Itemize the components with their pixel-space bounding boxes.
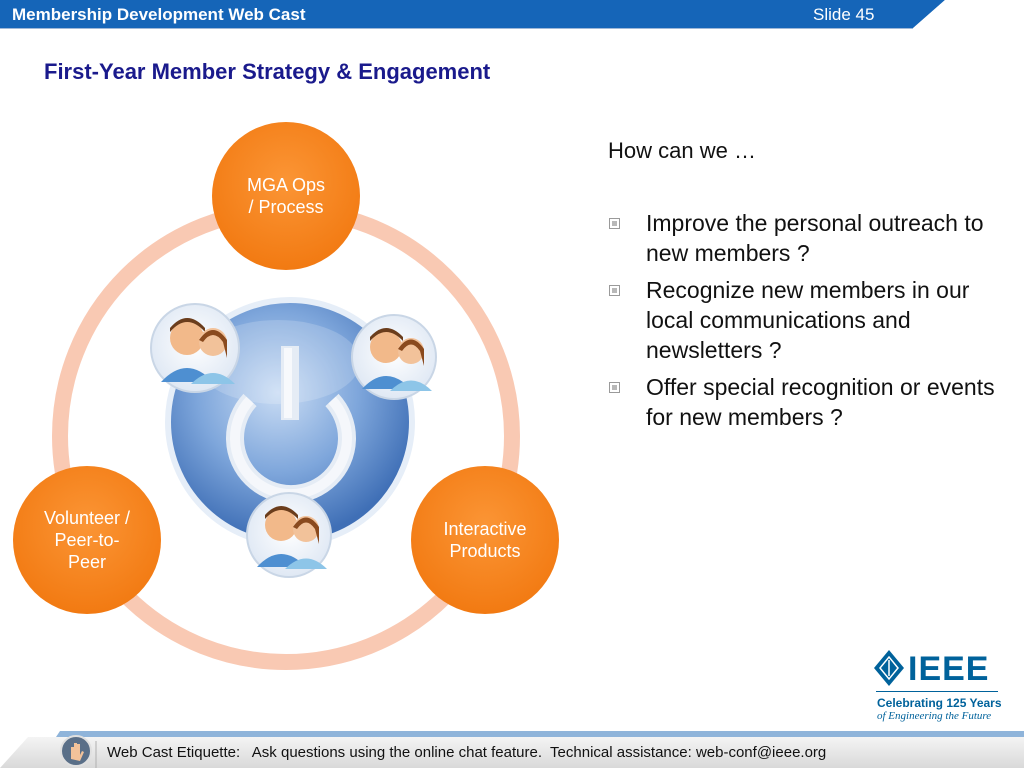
people-icon bbox=[351, 314, 437, 400]
square-bullet-icon bbox=[609, 218, 620, 229]
header-title: Membership Development Web Cast bbox=[12, 5, 306, 24]
slide-number: Slide 45 bbox=[813, 5, 875, 24]
node-label-volunteer: Volunteer / Peer-to- Peer bbox=[43, 508, 131, 572]
bullet-list: Improve the personal outreach to new mem… bbox=[606, 208, 1006, 439]
list-item: Recognize new members in our local commu… bbox=[606, 275, 1006, 365]
cycle-diagram-graphic bbox=[13, 122, 559, 670]
ieee-diamond-icon bbox=[874, 650, 904, 686]
footer-bar bbox=[0, 731, 1024, 768]
footer-etiquette-text: Web Cast Etiquette: Ask questions using … bbox=[107, 744, 827, 761]
page-title: First-Year Member Strategy & Engagement bbox=[44, 59, 491, 84]
ieee-wordmark: IEEE bbox=[908, 650, 990, 688]
logo-tagline-2: of Engineering the Future bbox=[877, 710, 992, 722]
square-bullet-icon bbox=[609, 382, 620, 393]
people-icon bbox=[246, 492, 332, 578]
question-heading: How can we … bbox=[608, 138, 756, 163]
ieee-logo: IEEE Celebrating 125 Years of Engineerin… bbox=[872, 648, 1002, 726]
square-bullet-icon bbox=[609, 285, 620, 296]
node-label-interactive-products: Interactive Products bbox=[443, 519, 527, 561]
node-volunteer bbox=[13, 466, 161, 614]
node-interactive-products bbox=[411, 466, 559, 614]
node-mga-ops bbox=[212, 122, 360, 270]
logo-divider bbox=[876, 691, 998, 692]
header-bar bbox=[0, 0, 1024, 29]
list-item: Offer special recognition or events for … bbox=[606, 372, 1006, 432]
people-icon bbox=[150, 303, 240, 393]
node-label-mga-ops: MGA Ops / Process bbox=[246, 175, 326, 217]
list-item: Improve the personal outreach to new mem… bbox=[606, 208, 1006, 268]
logo-tagline-1: Celebrating 125 Years bbox=[877, 696, 1002, 710]
cycle-diagram: MGA Ops / Process Interactive Products V… bbox=[0, 100, 600, 680]
